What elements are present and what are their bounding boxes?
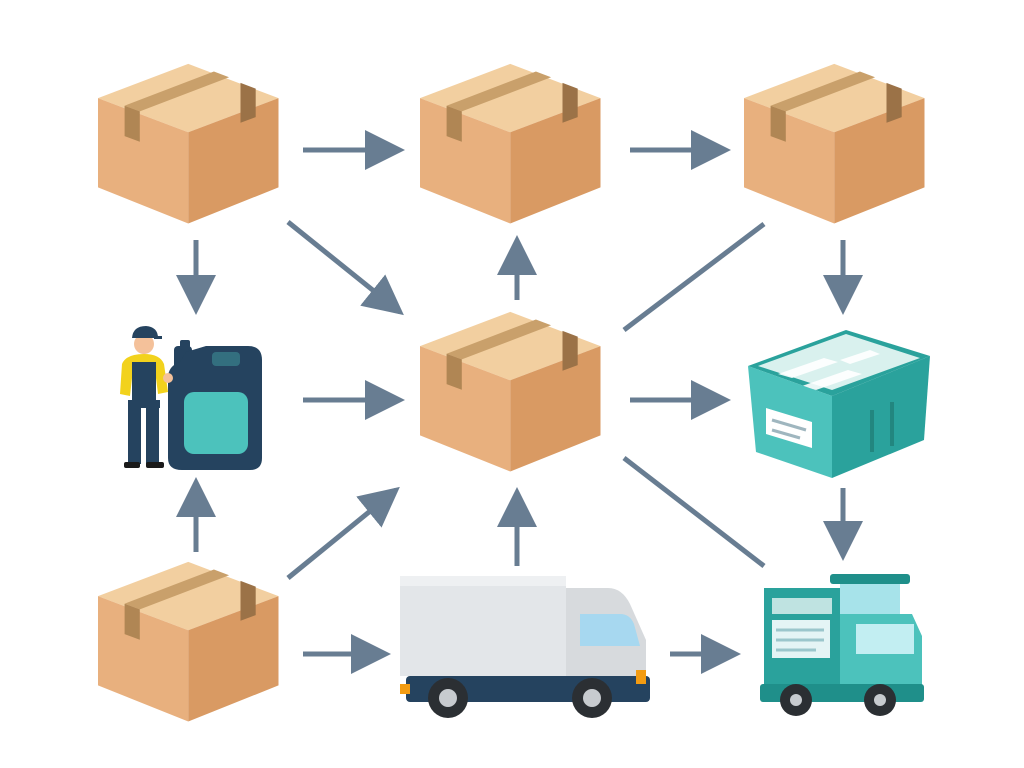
- arrow-topleft-to-center: [286, 220, 404, 316]
- cardboard-box-icon: [420, 63, 601, 224]
- cardboard-box-icon: [98, 63, 279, 224]
- cardboard-box-icon: [744, 63, 925, 224]
- teal-cargo-truck-icon: [760, 574, 924, 716]
- delivery-truck-icon: [400, 576, 650, 718]
- line-topright-to-center: [622, 222, 766, 332]
- connector-arrows: [176, 130, 863, 674]
- worker-with-canister-icon: [120, 326, 262, 470]
- cardboard-box-icon: [420, 311, 601, 472]
- line-center-to-tealtruck: [622, 456, 766, 568]
- arrow-bottomleft-to-center: [286, 486, 400, 580]
- storage-bin-icon: [748, 330, 930, 478]
- cardboard-box-icon: [98, 561, 279, 722]
